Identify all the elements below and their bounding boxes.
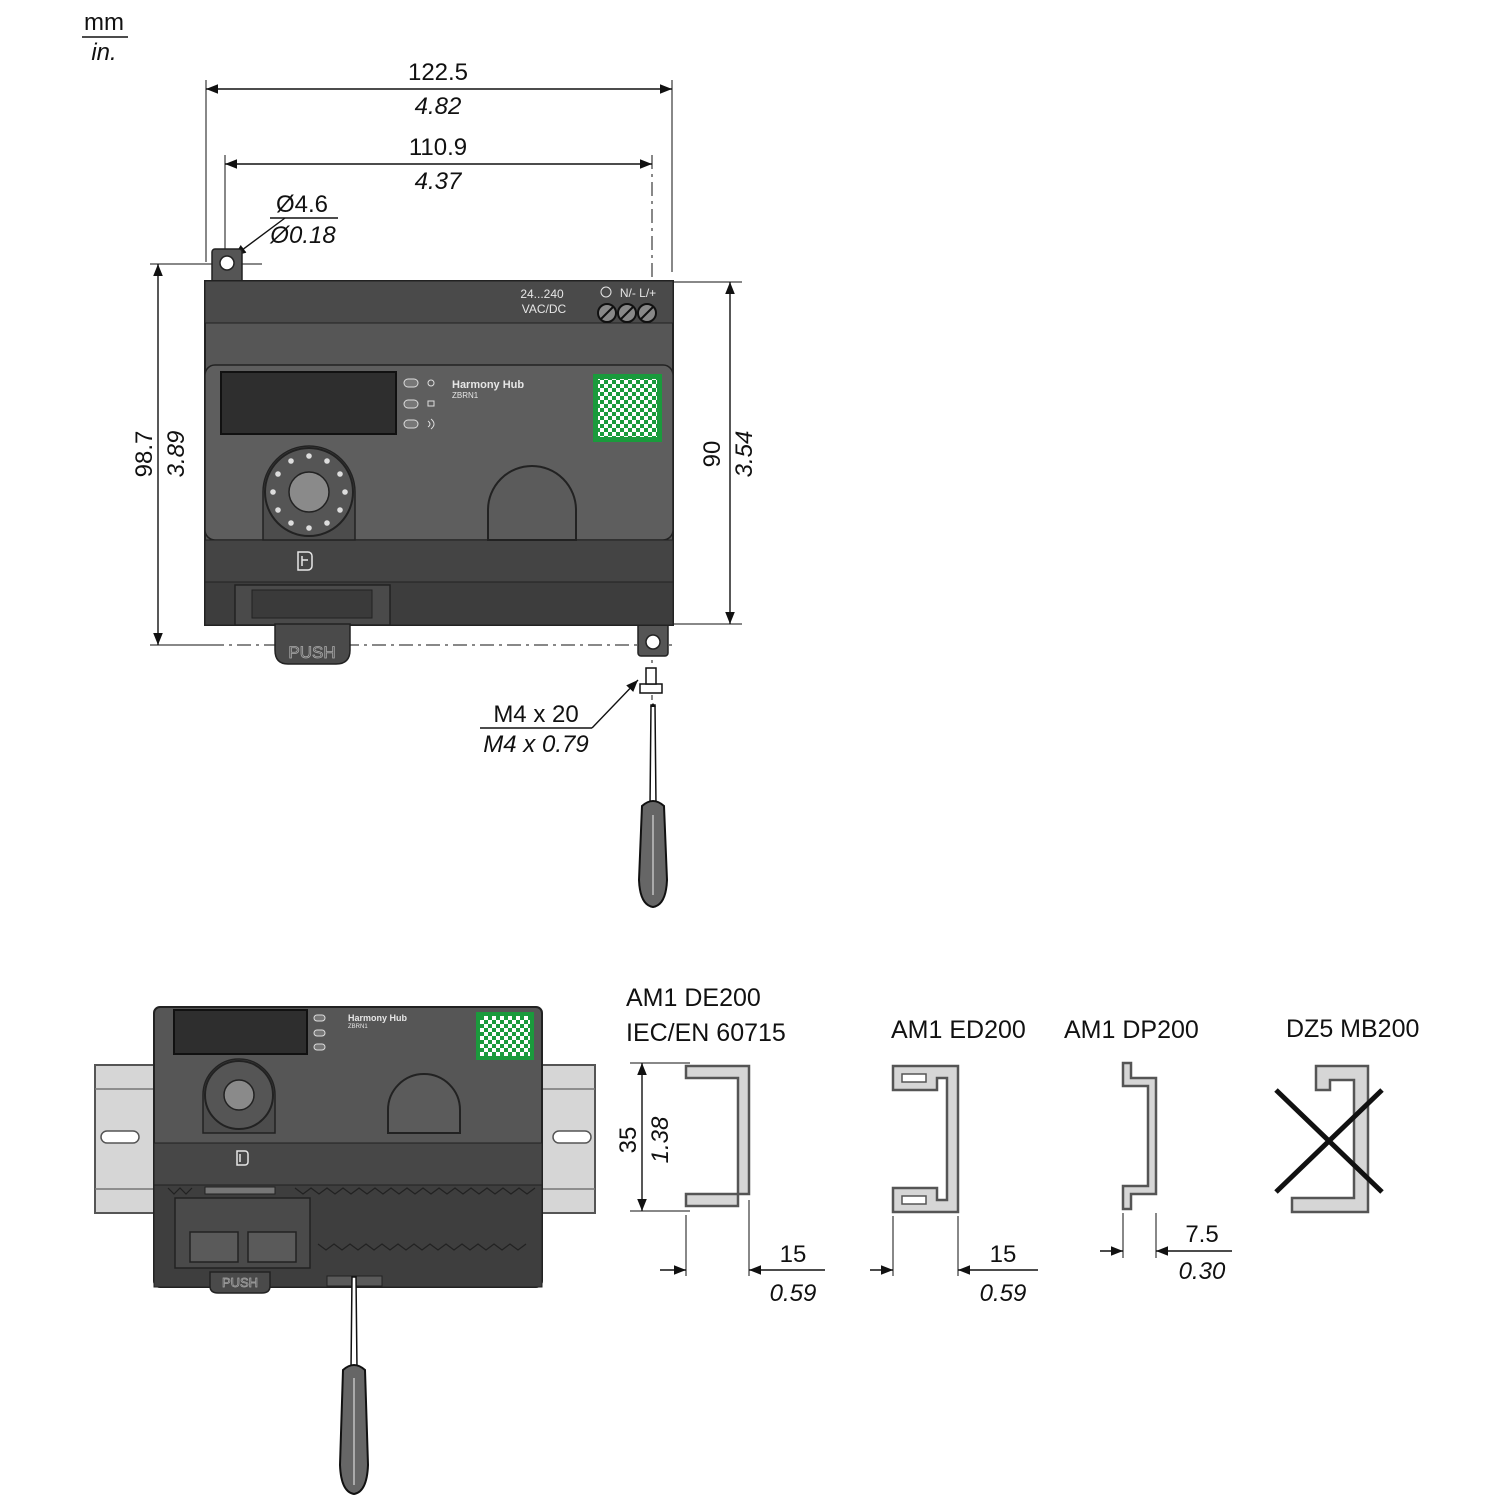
rail-1-standard: IEC/EN 60715 bbox=[626, 1019, 786, 1047]
screwdriver-top bbox=[637, 703, 669, 909]
rail-am1-ed200: AM1 ED200 15 0.59 bbox=[870, 1016, 1038, 1307]
dimension-hole-diameter: Ø4.6 Ø0.18 bbox=[233, 191, 338, 257]
rail-1-name: AM1 DE200 bbox=[626, 984, 761, 1012]
jog-dial-knob bbox=[288, 471, 330, 513]
hole-spacing-mm: 110.9 bbox=[409, 134, 467, 161]
rail-dz5-mb200: DZ5 MB200 bbox=[1274, 1015, 1419, 1214]
hole-diameter-in: Ø0.18 bbox=[269, 222, 336, 249]
dimension-hole-spacing: 110.9 4.37 bbox=[224, 134, 653, 700]
rj45-port-1 bbox=[189, 1231, 239, 1263]
brand-logo-icon bbox=[297, 551, 313, 571]
push-latch-mounted-label: PUSH bbox=[222, 1275, 258, 1290]
rail-2-depth-mm: 15 bbox=[990, 1241, 1017, 1268]
unit-in: in. bbox=[91, 39, 116, 66]
antenna-cover bbox=[487, 465, 577, 541]
lcd-display bbox=[220, 371, 397, 435]
screw-callout: M4 x 20 M4 x 0.79 bbox=[480, 679, 639, 758]
din-rail-mounted-view: Harmony Hub ZBRN1 PUSH bbox=[94, 1006, 596, 1294]
hole-spacing-in: 4.37 bbox=[415, 168, 463, 195]
push-latch-label: PUSH bbox=[288, 643, 335, 662]
wireless-icon bbox=[427, 418, 435, 430]
dimension-width-overall: 122.5 4.82 bbox=[205, 59, 673, 272]
rail-4-name: DZ5 MB200 bbox=[1286, 1015, 1419, 1043]
dimension-height-body: 90 3.54 bbox=[672, 281, 758, 625]
brand-logo-mounted-icon bbox=[236, 1150, 249, 1166]
push-latch bbox=[274, 623, 351, 665]
rj45-port-2 bbox=[247, 1231, 297, 1263]
rail-3-name: AM1 DP200 bbox=[1064, 1016, 1199, 1044]
connector-slot bbox=[251, 589, 373, 619]
width-overall-mm: 122.5 bbox=[408, 59, 468, 86]
height-overall-in: 3.89 bbox=[163, 431, 190, 478]
rail-3-depth-in: 0.30 bbox=[1179, 1258, 1226, 1285]
rail-3-depth-mm: 7.5 bbox=[1185, 1221, 1218, 1248]
screw-size-mm: M4 x 20 bbox=[493, 701, 578, 728]
network-led bbox=[403, 399, 419, 409]
power-icon bbox=[427, 379, 435, 387]
antenna-cover-mounted bbox=[387, 1073, 461, 1134]
top-mounting-hole bbox=[219, 255, 235, 271]
rail-am1-de200: AM1 DE200 IEC/EN 60715 35 1.38 15 0.59 bbox=[615, 984, 825, 1307]
lcd-display-mounted bbox=[173, 1009, 308, 1055]
terminal-row-bottom bbox=[317, 1243, 527, 1251]
lower-band bbox=[204, 539, 674, 583]
harmony-hub-front-view: 24...240 VAC/DC N/- L/+ Harmony Hub ZBRN… bbox=[204, 248, 674, 665]
dimension-height-overall: 98.7 3.89 bbox=[131, 263, 672, 646]
ground-symbol-icon bbox=[600, 286, 612, 298]
wireless-led bbox=[403, 419, 419, 429]
rail-1-height-in: 1.38 bbox=[647, 1116, 674, 1163]
device-model: ZBRN1 bbox=[452, 391, 479, 400]
qr-code-icon bbox=[598, 379, 657, 437]
height-body-mm: 90 bbox=[699, 441, 726, 468]
voltage-label-1: 24...240 bbox=[520, 287, 564, 301]
power-led bbox=[403, 378, 419, 388]
mounting-screw bbox=[639, 667, 663, 694]
device-name: Harmony Hub bbox=[452, 379, 524, 391]
rail-slot-left bbox=[100, 1130, 140, 1144]
height-body-in: 3.54 bbox=[731, 431, 758, 478]
rail-2-name: AM1 ED200 bbox=[891, 1016, 1026, 1044]
rail-1-depth-mm: 15 bbox=[780, 1241, 807, 1268]
voltage-label-2: VAC/DC bbox=[522, 302, 567, 316]
width-overall-in: 4.82 bbox=[415, 93, 462, 120]
height-overall-mm: 98.7 bbox=[131, 431, 158, 478]
terminal-labels: N/- L/+ bbox=[620, 286, 656, 300]
rail-am1-dp200: AM1 DP200 7.5 0.30 bbox=[1064, 1016, 1232, 1285]
bottom-mounting-hole bbox=[645, 634, 661, 650]
network-icon bbox=[427, 400, 435, 407]
rail-2-depth-in: 0.59 bbox=[980, 1280, 1027, 1307]
rail-1-depth-in: 0.59 bbox=[770, 1280, 817, 1307]
unit-mm: mm bbox=[84, 9, 124, 36]
screw-size-in: M4 x 0.79 bbox=[483, 731, 588, 758]
rail-1-height-mm: 35 bbox=[615, 1127, 642, 1154]
terminal-row-top bbox=[167, 1187, 536, 1195]
jog-dial bbox=[262, 445, 356, 541]
rail-slot-right bbox=[552, 1130, 592, 1144]
push-latch-mounted bbox=[209, 1271, 271, 1294]
terminal-strip bbox=[204, 280, 674, 324]
device-model-mounted: ZBRN1 bbox=[348, 1024, 368, 1030]
device-name-mounted: Harmony Hub bbox=[348, 1013, 408, 1023]
qr-code-mounted-icon bbox=[480, 1016, 530, 1056]
screwdriver-bottom bbox=[338, 1276, 370, 1496]
hole-diameter-mm: Ø4.6 bbox=[276, 191, 328, 218]
